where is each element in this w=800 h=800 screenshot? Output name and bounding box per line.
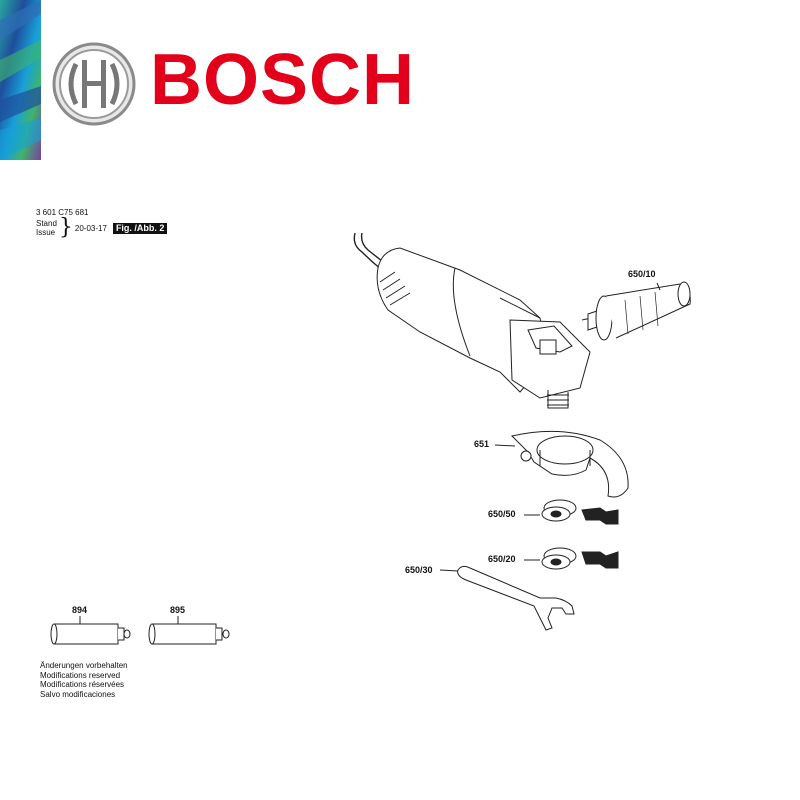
note-es: Salvo modificaciones [40,689,116,699]
part-label-650-20: 650/20 [488,554,516,564]
part-label-895: 895 [170,605,186,615]
part-label-651: 651 [474,439,490,449]
part-label-650-30: 650/30 [405,565,433,575]
brace-symbol: } [58,215,73,240]
clamping-nut [524,547,619,570]
note-de: Änderungen vorbehalten [40,661,128,670]
figure-label: Fig. /Abb. 2 [112,222,168,234]
accessory-895 [148,616,230,645]
stand-label: Stand [36,219,57,228]
protective-guard [494,430,629,498]
modification-notes: Änderungen vorbehalten Modifications res… [40,661,128,699]
brand-color-stripe [0,0,41,160]
part-number: 3 601 C75 681 [36,208,89,217]
issue-date: 20-03-17 [74,223,107,233]
part-label-894: 894 [72,605,88,615]
two-pin-spanner [439,565,575,631]
issue-label: Issue [36,228,56,237]
note-en: Modifications reserved [40,670,121,680]
side-handle [581,281,691,341]
mounting-flange [524,499,619,525]
brand-name: BOSCH [150,40,416,120]
accessory-894 [50,616,131,645]
part-label-650-50: 650/50 [488,509,516,519]
bosch-armature-logo-icon [52,42,136,126]
part-label-650-10: 650/10 [628,269,656,279]
angle-grinder-body [353,232,591,409]
document-info: 3 601 C75 681 Stand Issue } 20-03-17 Fig… [36,208,168,240]
note-fr: Modifications réservées [40,680,125,689]
